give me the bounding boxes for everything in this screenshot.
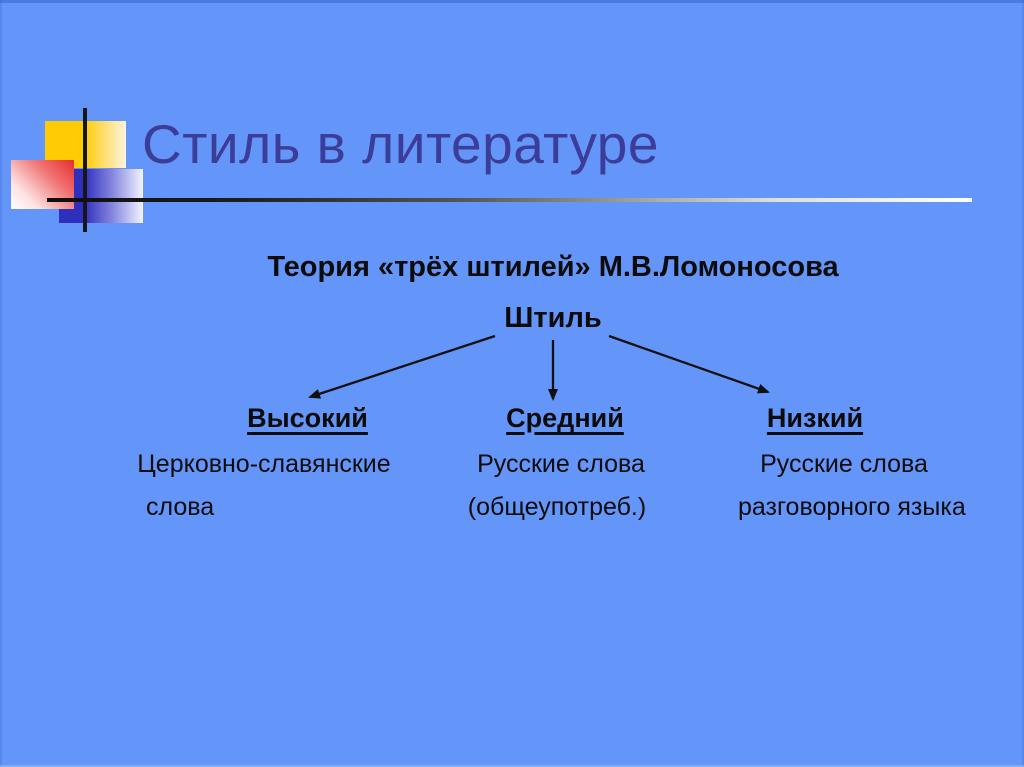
tree-root-label: Штиль	[504, 302, 602, 334]
branch-low-line2: разговорного языка	[738, 493, 966, 521]
branch-middle-line1: Русские слова	[477, 450, 645, 478]
arrow-to-low	[608, 334, 770, 394]
branch-middle-line2: (общеупотреб.)	[467, 493, 647, 521]
arrow-to-high	[308, 334, 496, 399]
branch-low-line1: Русские слова	[760, 450, 928, 478]
branch-high-line1: Церковно-славянские	[137, 450, 391, 478]
branch-header-low: Низкий	[766, 403, 864, 433]
logo-vertical-line	[83, 108, 87, 232]
slide-subtitle: Теория «трёх штилей» М.В.Ломоносова	[267, 251, 839, 283]
branch-header-middle: Средний	[506, 403, 624, 433]
branch-high-line2: слова	[146, 493, 215, 521]
slide-title: Стиль в литературе	[142, 113, 659, 175]
title-underline-rule	[47, 198, 972, 202]
branch-header-high: Высокий	[247, 403, 368, 433]
